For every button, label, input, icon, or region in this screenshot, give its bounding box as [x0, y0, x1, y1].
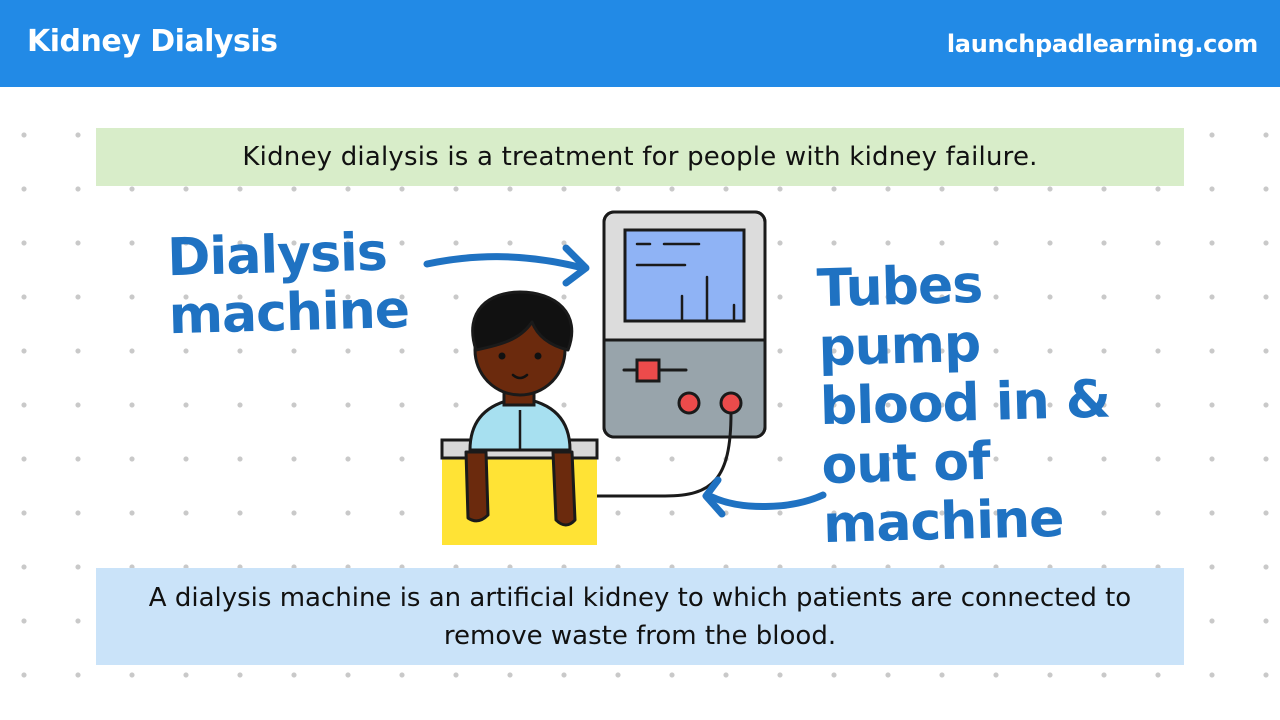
patient-icon: [440, 290, 599, 545]
page-title: Kidney Dialysis: [27, 24, 278, 59]
header-bar: Kidney Dialysis launchpadlearning.com: [0, 0, 1280, 87]
site-url: launchpadlearning.com: [946, 30, 1258, 58]
intro-fact-text: Kidney dialysis is a treatment for peopl…: [242, 142, 1038, 172]
intro-fact-box: Kidney dialysis is a treatment for peopl…: [96, 128, 1184, 186]
arrow-to-machine-icon: [423, 244, 590, 287]
definition-text: A dialysis machine is an artificial kidn…: [148, 582, 1132, 651]
definition-box: A dialysis machine is an artificial kidn…: [96, 568, 1184, 665]
arrow-to-tube-icon: [702, 476, 827, 518]
dialysis-machine-icon: [602, 210, 767, 439]
